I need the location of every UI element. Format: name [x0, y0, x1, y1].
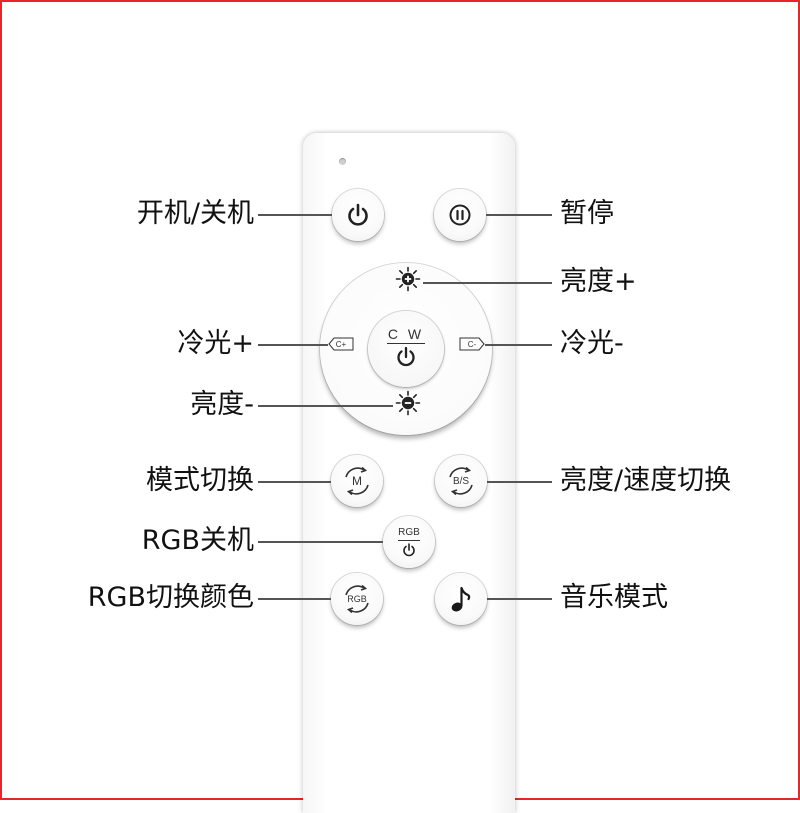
label-speed-switch: 亮度/速度切换	[560, 465, 732, 496]
connector-line-bright-up	[423, 282, 552, 284]
pause-button[interactable]	[434, 189, 486, 241]
label-pause: 暂停	[560, 198, 614, 229]
music-mode-button[interactable]	[435, 573, 487, 625]
brightness-up-button[interactable]	[393, 266, 423, 296]
label-power: 开机/关机	[136, 198, 254, 229]
label-mode-switch: 模式切换	[146, 465, 254, 496]
label-music-mode: 音乐模式	[560, 582, 668, 613]
indicator-led	[339, 158, 346, 165]
cycle-icon: B/S	[444, 464, 478, 498]
mode-switch-button[interactable]: M	[331, 455, 383, 507]
connector-line-rgb-off	[258, 541, 383, 543]
label-rgb-off: RGB关机	[141, 525, 254, 556]
connector-line-pause	[486, 214, 552, 216]
label-bright-down: 亮度-	[190, 389, 254, 420]
rgb-divider	[398, 539, 420, 541]
connector-line-speed	[487, 481, 552, 483]
mode-label: M	[352, 474, 362, 488]
cycle-icon: M	[340, 464, 374, 498]
pause-icon	[448, 203, 472, 227]
rgb-color-button[interactable]: RGB	[331, 573, 383, 625]
sun-plus-icon	[395, 266, 421, 296]
brightness-down-button[interactable]	[393, 390, 423, 420]
power-icon	[402, 542, 416, 557]
rgb-color-label: RGB	[347, 594, 367, 604]
label-bright-up: 亮度+	[560, 266, 637, 297]
connector-line-bright-down	[258, 405, 393, 407]
rgb-power-label: RGB	[398, 526, 420, 538]
label-cool-down: 冷光-	[560, 328, 624, 359]
cw-divider	[387, 342, 425, 344]
label-cool-up: 冷光+	[177, 328, 254, 359]
connector-line-cool-up	[258, 344, 328, 346]
cool-light-up-button[interactable]: C+	[328, 337, 354, 351]
connector-line-mode	[258, 481, 331, 483]
power-icon	[345, 202, 371, 228]
sun-minus-icon	[395, 390, 421, 420]
rgb-power-button[interactable]: RGB	[383, 516, 435, 568]
connector-line-power	[258, 214, 332, 216]
cw-power-button[interactable]: C W	[368, 311, 444, 387]
power-icon	[395, 346, 417, 372]
cw-label: C W	[387, 325, 425, 342]
speed-switch-button[interactable]: B/S	[435, 455, 487, 507]
music-note-icon	[448, 584, 474, 614]
connector-line-rgb-color	[258, 598, 331, 600]
connector-line-cool-down	[485, 344, 552, 346]
cycle-icon: RGB	[340, 582, 374, 616]
cool-light-down-button[interactable]: C-	[459, 337, 485, 351]
speed-label: B/S	[452, 475, 470, 487]
power-button[interactable]	[332, 189, 384, 241]
cool-light-down-tag: C-	[467, 339, 477, 349]
rgb-power-content: RGB	[398, 526, 420, 557]
connector-line-music	[487, 598, 552, 600]
cool-light-up-tag: C+	[335, 339, 347, 349]
label-rgb-color: RGB切换颜色	[87, 582, 254, 613]
